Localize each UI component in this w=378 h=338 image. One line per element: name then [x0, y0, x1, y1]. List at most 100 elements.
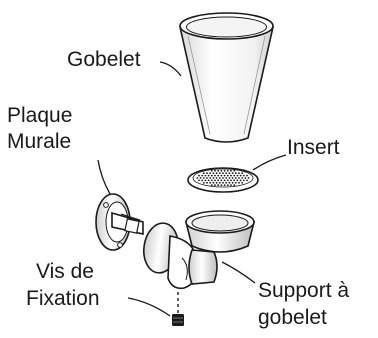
tumbler — [180, 13, 273, 142]
insert-hole — [235, 172, 237, 174]
insert-hole — [198, 180, 200, 182]
insert-hole — [206, 177, 208, 179]
insert-hole — [227, 170, 229, 172]
insert-hole — [241, 172, 243, 174]
label-insert: Insert — [287, 136, 340, 160]
insert-hole — [214, 170, 216, 172]
label-plaque-line2: Murale — [7, 130, 71, 154]
insert-hole — [237, 180, 239, 182]
insert-hole — [232, 172, 234, 174]
insert-hole — [201, 180, 203, 182]
label-plaque-line1: Plaque — [7, 104, 72, 128]
insert-hole — [225, 172, 227, 174]
insert-hole — [217, 180, 219, 182]
leader-vis — [128, 298, 170, 316]
insert-hole — [213, 177, 215, 179]
insert-hole — [241, 182, 243, 184]
insert-hole — [224, 170, 226, 172]
insert-hole — [224, 175, 226, 177]
insert-hole — [211, 180, 213, 182]
insert-hole — [217, 184, 219, 186]
insert-hole — [232, 182, 234, 184]
insert-hole — [230, 175, 232, 177]
insert-hole — [243, 180, 245, 182]
insert-hole — [240, 175, 242, 177]
insert-hole — [222, 172, 224, 174]
insert-hole — [221, 175, 223, 177]
label-vis-line2: Fixation — [26, 287, 100, 311]
insert-hole — [221, 184, 223, 186]
insert-hole — [246, 175, 248, 177]
insert-hole — [221, 170, 223, 172]
insert-hole — [211, 170, 213, 172]
insert-hole — [230, 170, 232, 172]
set-screw — [172, 292, 184, 326]
insert-hole — [214, 175, 216, 177]
insert-hole — [214, 180, 216, 182]
insert-hole — [222, 177, 224, 179]
insert-hole — [214, 184, 216, 186]
leader-support — [222, 262, 255, 283]
insert-hole — [209, 172, 211, 174]
insert-hole — [219, 182, 221, 184]
label-vis-line1: Vis de — [36, 260, 94, 284]
insert-hole — [235, 182, 237, 184]
insert-hole — [219, 177, 221, 179]
insert-hole — [201, 175, 203, 177]
insert-hole — [219, 172, 221, 174]
insert-hole — [227, 180, 229, 182]
wall-plate — [96, 194, 143, 250]
insert-hole — [230, 180, 232, 182]
insert-hole — [209, 182, 211, 184]
insert-hole — [213, 172, 215, 174]
insert-hole — [229, 177, 231, 179]
insert-hole — [232, 177, 234, 179]
insert-disc — [188, 168, 258, 192]
insert-hole — [238, 172, 240, 174]
insert-hole — [230, 184, 232, 186]
insert-hole — [221, 180, 223, 182]
insert-hole — [206, 182, 208, 184]
insert-hole — [238, 177, 240, 179]
insert-hole — [203, 177, 205, 179]
tumbler-holder — [141, 211, 254, 288]
insert-hole — [203, 172, 205, 174]
label-support-line2: gobelet — [258, 306, 327, 330]
insert-hole — [222, 182, 224, 184]
insert-hole — [211, 175, 213, 177]
insert-hole — [238, 182, 240, 184]
insert-hole — [225, 177, 227, 179]
insert-hole — [233, 184, 235, 186]
leader-insert — [253, 155, 286, 170]
insert-hole — [233, 175, 235, 177]
insert-hole — [203, 182, 205, 184]
insert-hole — [198, 175, 200, 177]
insert-hole — [211, 184, 213, 186]
insert-hole — [224, 184, 226, 186]
insert-hole — [216, 172, 218, 174]
insert-hole — [216, 182, 218, 184]
leader-plaque — [98, 160, 110, 194]
insert-hole — [241, 177, 243, 179]
insert-hole — [217, 175, 219, 177]
insert-hole — [197, 177, 199, 179]
insert-hole — [224, 180, 226, 182]
insert-hole — [208, 180, 210, 182]
insert-hole — [213, 182, 215, 184]
insert-hole — [216, 177, 218, 179]
insert-hole — [240, 180, 242, 182]
insert-hole — [208, 175, 210, 177]
insert-hole — [227, 175, 229, 177]
insert-hole — [205, 175, 207, 177]
insert-hole — [209, 177, 211, 179]
insert-hole — [205, 180, 207, 182]
insert-hole — [243, 175, 245, 177]
insert-hole — [237, 175, 239, 177]
insert-hole — [245, 177, 247, 179]
insert-hole — [246, 180, 248, 182]
insert-hole — [225, 182, 227, 184]
insert-hole — [217, 170, 219, 172]
insert-hole — [227, 184, 229, 186]
insert-hole — [235, 177, 237, 179]
